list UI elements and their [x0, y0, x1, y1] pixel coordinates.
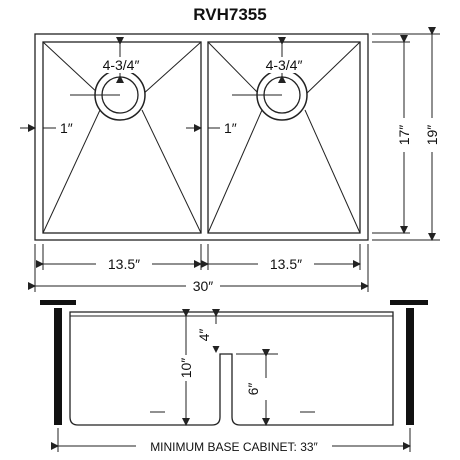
left-cabinet-wall: [54, 308, 62, 425]
right-side-offset-label: 1″: [224, 120, 237, 136]
bowl-depth-label: 10″: [178, 358, 194, 379]
left-bowl-width-label: 13.5″: [108, 256, 140, 272]
side-view: 10″ 4″ 6″ MINIMUM BASE CABINET: 33″: [40, 300, 428, 454]
right-bowl-width-label: 13.5″: [270, 256, 302, 272]
top-view: 4-3/4″ 4-3/4″ 1″ 1″ 17″ 19″ 13.5″ 13.5″: [20, 27, 442, 294]
divider-height-label: 6″: [245, 383, 261, 396]
left-side-offset-label: 1″: [60, 120, 73, 136]
divider-drop-label: 4″: [196, 329, 212, 342]
inner-depth-label: 17″: [396, 125, 412, 146]
left-counter-bar: [40, 300, 76, 305]
right-counter-bar: [390, 300, 428, 305]
right-cabinet-wall: [406, 308, 414, 425]
outer-depth-label: 19″: [424, 125, 440, 146]
min-cabinet-label: MINIMUM BASE CABINET: 33″: [150, 440, 318, 454]
right-drain-diameter-label: 4-3/4″: [266, 57, 303, 73]
model-title: RVH7355: [193, 5, 266, 24]
left-drain-diameter-label: 4-3/4″: [103, 57, 140, 73]
overall-width-label: 30″: [193, 278, 214, 294]
sink-profile-outline: [69, 311, 394, 426]
sink-outer-rim: [34, 33, 369, 241]
